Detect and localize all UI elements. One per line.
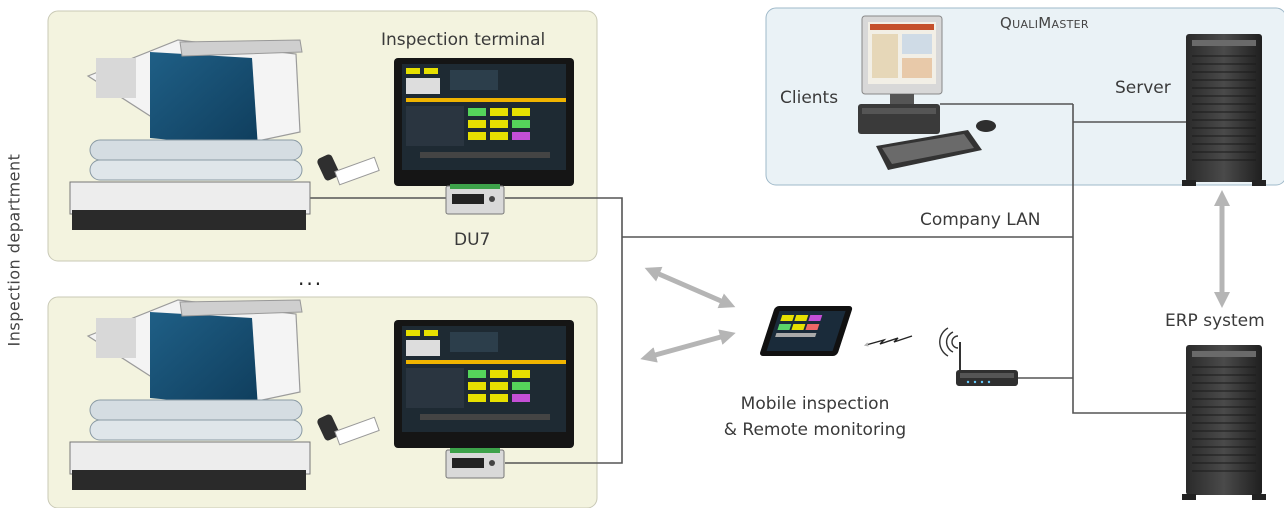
inspection-terminal-monitor-bottom (394, 320, 574, 452)
qualimaster-m: M (1038, 14, 1052, 32)
qualimaster-aster: ASTER (1051, 18, 1089, 31)
qualimaster-uali: UALI (1012, 18, 1039, 31)
server-tower-icon (1182, 34, 1266, 186)
line-lan-trunk (1072, 104, 1186, 414)
inspection-department-label: Inspection department (4, 153, 24, 347)
remote-monitoring-label: & Remote monitoring (723, 420, 907, 440)
du7-label: DU7 (454, 230, 491, 250)
company-lan-label: Company LAN (920, 210, 1041, 230)
du7-unit-top (445, 184, 505, 215)
inspection-terminal-label: Inspection terminal (381, 30, 546, 50)
qualimaster-title: QUALIMASTER (1000, 14, 1089, 32)
arrow-bottom-machine (640, 329, 736, 363)
ellipsis-label: ... (298, 266, 324, 290)
inspection-department-label-wrap: Inspection department (4, 114, 24, 386)
arrow-top-machine (644, 266, 736, 309)
erp-system-label: ERP system (1165, 311, 1265, 331)
qualimaster-q: Q (1000, 14, 1013, 32)
server-label: Server (1115, 78, 1171, 98)
line-du7-lan (505, 197, 623, 237)
client-computer-icon (858, 15, 996, 170)
wifi-signal-icon (939, 327, 959, 357)
inspection-terminal-monitor-top (394, 58, 574, 196)
clients-label: Clients (780, 88, 839, 108)
inspection-machine-bottom (69, 299, 380, 490)
mobile-inspection-label: Mobile inspection (740, 394, 890, 414)
du7-unit-bottom (445, 448, 505, 479)
erp-server-tower-icon (1182, 345, 1266, 500)
wireless-link (863, 335, 913, 347)
line-lan-down (505, 237, 623, 464)
inspection-machine-top (69, 39, 380, 230)
router-icon (956, 342, 1018, 386)
tablet-icon (760, 306, 853, 356)
network-lines (300, 103, 1186, 464)
